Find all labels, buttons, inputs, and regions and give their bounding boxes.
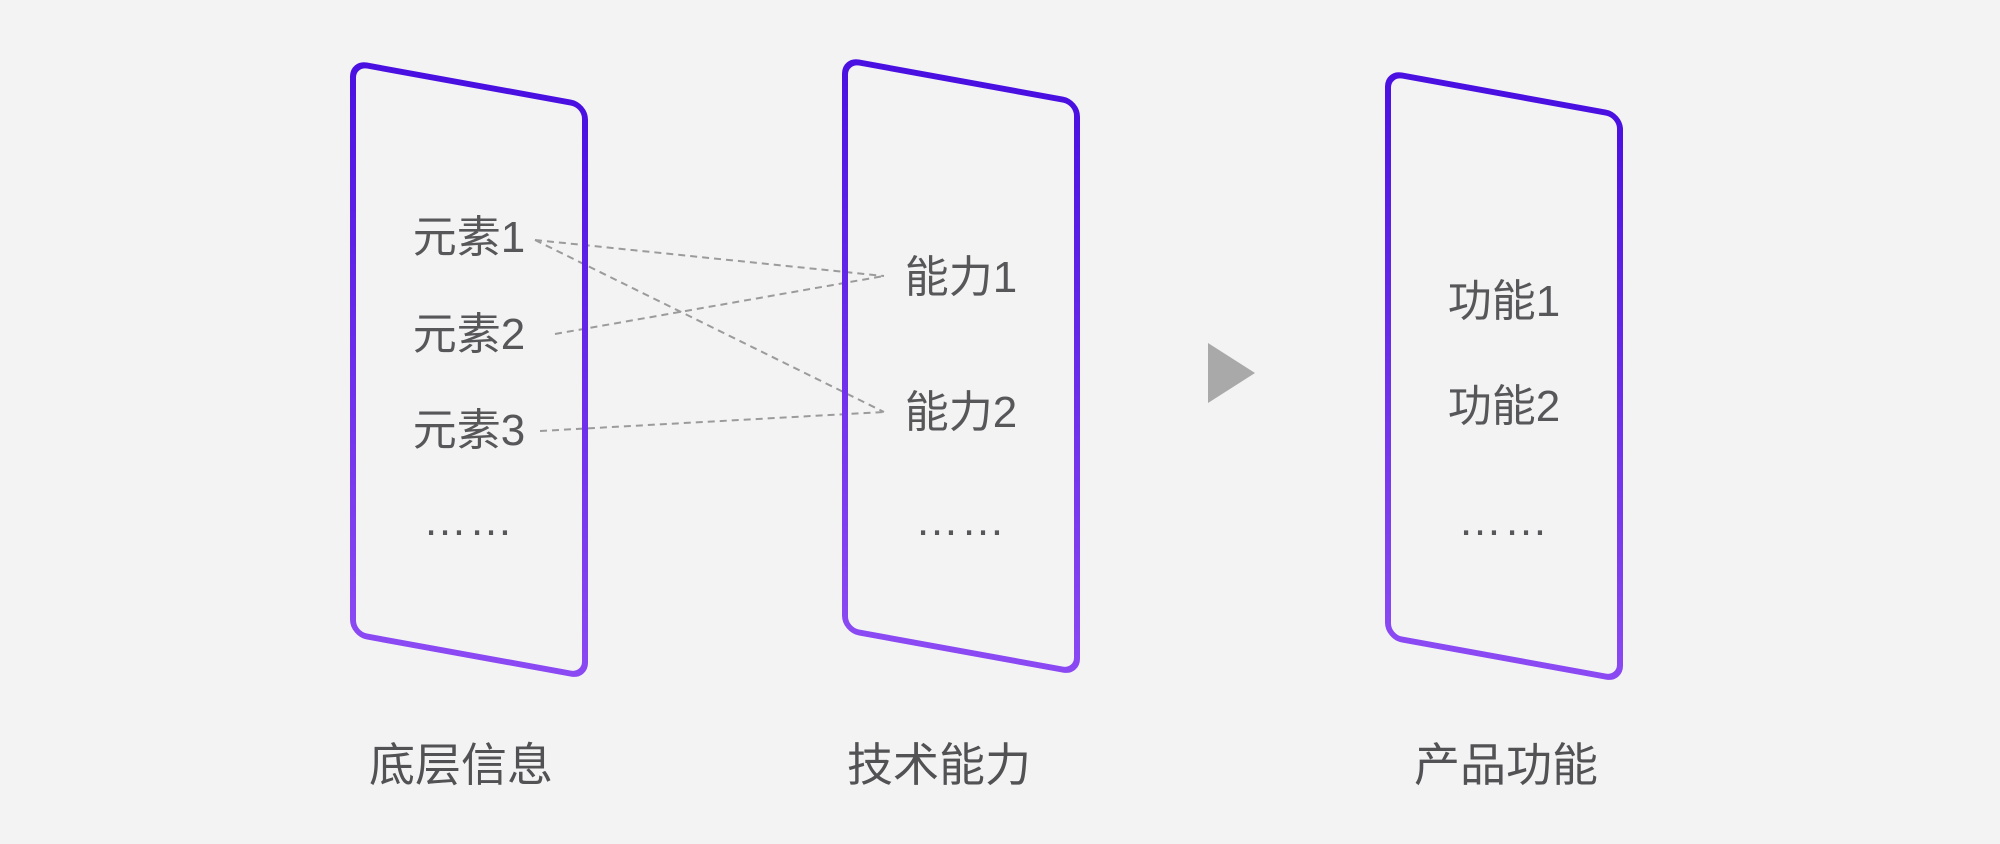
list-item-capability-1: 能力1 [904, 253, 1018, 302]
column-base-info: 元素1 元素2 元素3 …… [350, 0, 588, 844]
list-item-element-2: 元素2 [412, 310, 526, 359]
column-label-base-info: 底层信息 [369, 739, 553, 791]
connector-line [554, 275, 885, 335]
list-item-ellipsis: …… [1458, 496, 1550, 545]
list-item-ellipsis: …… [423, 496, 515, 545]
list-item-element-1: 元素1 [412, 213, 526, 262]
column-label-product-feature: 产品功能 [1414, 739, 1598, 791]
column-tech-capability: 能力1 能力2 …… [842, 0, 1080, 844]
column-product-feature: 功能1 功能2 …… [1385, 0, 1623, 844]
list-item-ellipsis: …… [915, 496, 1007, 545]
connector-line [539, 411, 885, 432]
list-item-feature-2: 功能2 [1447, 382, 1561, 431]
arrow-right-icon [1208, 343, 1255, 403]
column-label-tech-capability: 技术能力 [847, 739, 1031, 791]
list-item-feature-1: 功能1 [1447, 277, 1561, 326]
list-item-element-3: 元素3 [412, 406, 526, 455]
list-item-capability-2: 能力2 [904, 388, 1018, 437]
